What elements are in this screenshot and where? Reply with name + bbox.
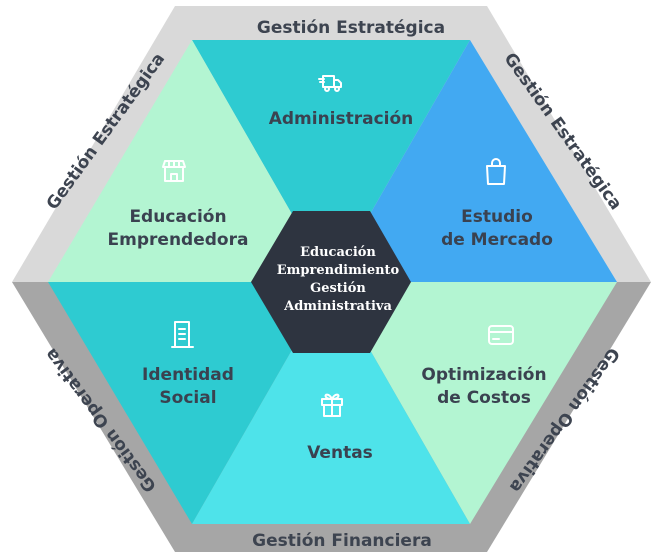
segment-label-optimizacion-line2: de Costos (437, 388, 531, 408)
segment-top-right-background (331, 40, 617, 282)
segment-label-educacion-line2: Emprendedora (108, 230, 249, 250)
store-icon (162, 160, 186, 182)
segment-top-background (192, 40, 470, 282)
segment-bottom-right-background (331, 282, 617, 524)
segment-bottom-left-background (48, 282, 331, 524)
shopping-bag-icon (486, 158, 506, 185)
center-label-line1: Educación (300, 245, 376, 260)
segment-top-left-background (48, 40, 331, 282)
band-label-top: Gestión Estratégica (257, 18, 445, 38)
center-hexagon (251, 211, 411, 353)
center-label-line4: Administrativa (283, 299, 392, 314)
truck-icon (318, 75, 342, 92)
segment-label-ventas: Ventas (307, 443, 373, 463)
segment-label-administracion: Administración (269, 109, 414, 129)
center-label-line3: Gestión (310, 281, 366, 296)
gift-icon (321, 393, 343, 417)
credit-card-icon (488, 325, 514, 345)
center-label-line2: Emprendimiento (277, 263, 400, 278)
segment-label-estudio-line1: Estudio (461, 207, 533, 227)
segment-label-identidad-line1: Identidad (142, 365, 234, 385)
document-icon (171, 321, 194, 348)
segment-label-educacion-line1: Educación (129, 207, 226, 227)
segment-label-estudio-line2: de Mercado (441, 230, 553, 250)
segment-label-optimizacion-line1: Optimización (421, 365, 546, 385)
segment-label-identidad-line2: Social (159, 388, 216, 408)
band-label-bottom: Gestión Financiera (252, 531, 432, 551)
